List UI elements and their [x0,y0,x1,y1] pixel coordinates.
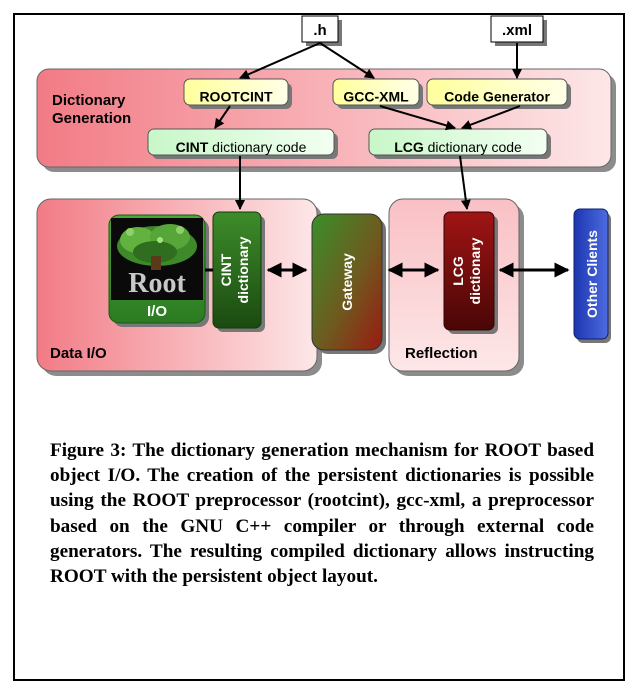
other-clients-label: Other Clients [584,230,600,318]
lcg-dictionary-label-1: LCG [450,256,466,286]
tree-icon [117,224,197,270]
gcc-xml-label: GCC-XML [343,89,409,105]
header-file-label: .h [313,22,326,39]
other-clients-block: Other Clients [573,208,611,343]
root-logo-text: Root [128,268,186,299]
data-io-label: Data I/O [50,345,107,362]
arrow-gccxml-to-lcg-code [379,105,456,131]
cint-dictionary-label-1: CINT [218,253,234,286]
dictionary-generation-label: Dictionary [52,92,126,109]
lcg-dictionary-block: LCG dictionary [443,211,498,334]
cint-code-rest: dictionary code [208,139,306,155]
xml-file-box: .xml [490,15,547,46]
xml-file-label: .xml [502,22,532,39]
rootcint-box: ROOTCINT [183,78,292,109]
cint-dictionary-label-2: dictionary [235,236,251,303]
header-file-box: .h [301,15,342,46]
code-generator-box: Code Generator [426,78,571,109]
gateway-block: Gateway [311,213,386,354]
cint-dictionary-code-box: CINT dictionary code [147,128,338,159]
io-label: I/O [147,303,167,320]
cint-code-bold: CINT [176,139,209,155]
reflection-label: Reflection [405,345,478,362]
generation-arrows [214,42,522,131]
rootcint-label: ROOTCINT [199,89,273,105]
svg-text:LCG dictionary code: LCG dictionary code [394,139,522,155]
cint-dictionary-block: CINT dictionary [212,211,265,332]
figure-caption: Figure 3: The dictionary generation mech… [50,440,594,588]
gcc-xml-box: GCC-XML [332,78,423,109]
arrow-h-to-rootcint [239,42,321,79]
code-generator-label: Code Generator [444,89,550,105]
gateway-label: Gateway [339,253,355,311]
arrow-codegen-to-lcg-code [461,105,521,130]
lcg-dictionary-code-box: LCG dictionary code [368,128,551,159]
arrow-h-to-gccxml [319,42,375,79]
lcg-dictionary-label-2: dictionary [467,237,483,304]
lcg-code-rest: dictionary code [424,139,522,155]
lcg-code-bold: LCG [394,139,424,155]
root-io-block: Root I/O [108,214,209,327]
flow-arrows [205,155,570,278]
dictionary-generation-label-2: Generation [52,110,131,127]
svg-text:CINT dictionary code: CINT dictionary code [176,139,307,155]
dictionary-generation-diagram: Dictionary Generation .h .xml ROOTCINT G… [36,15,616,376]
arrow-rootcint-to-cint-code [214,105,231,129]
arrow-lcg-code-to-lcg-dict [459,155,471,210]
